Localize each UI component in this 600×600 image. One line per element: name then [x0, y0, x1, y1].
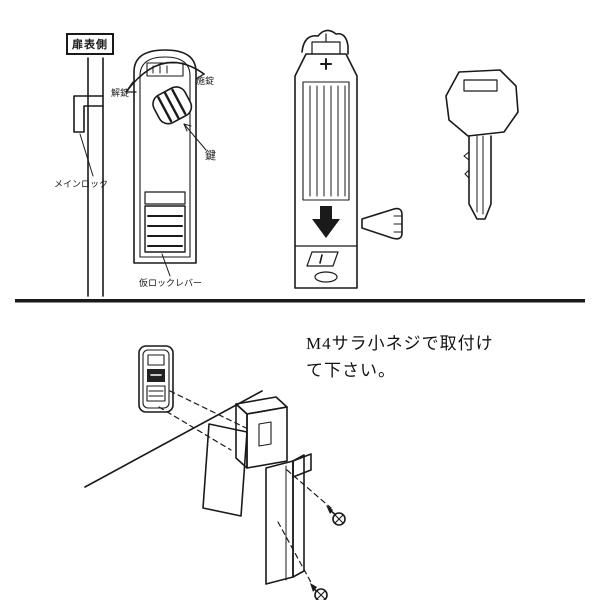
key-drawing	[445, 69, 519, 220]
down-arrow-icon	[312, 206, 340, 238]
temp-lock-lever-label: 仮ロックレバー	[139, 278, 203, 288]
lock-body-middle	[294, 29, 403, 289]
alignment-dashes	[158, 390, 332, 587]
key-knob	[152, 86, 193, 125]
instruction-text-line2: て下さい。	[306, 361, 396, 380]
section-divider	[15, 299, 585, 303]
latch-part	[265, 453, 312, 585]
key-label: 鍵	[205, 150, 216, 162]
faceplate-small	[138, 345, 174, 413]
unlock-label: 解錠	[111, 88, 130, 98]
main-lock-label: メインロック	[54, 179, 109, 189]
door-edge-lines	[87, 57, 104, 297]
rotation-arrow-icon	[125, 61, 205, 93]
door-corner-line	[84, 390, 263, 488]
pointing-hand-icon	[361, 207, 403, 240]
bracket-part	[235, 396, 288, 469]
lock-label: 施錠	[196, 76, 215, 86]
exploded-assembly	[84, 345, 346, 600]
gripping-hand-icon	[301, 29, 349, 55]
instruction-text-line1: M4サラ小ネジで取付け	[306, 334, 494, 353]
screw-icon	[326, 505, 346, 526]
lock-faceplate-left	[125, 49, 207, 277]
screw-icon	[310, 583, 328, 600]
main-lock-hook	[73, 95, 104, 177]
mount-plate	[202, 423, 248, 517]
door-front-side-label: 扉表側	[66, 33, 114, 55]
